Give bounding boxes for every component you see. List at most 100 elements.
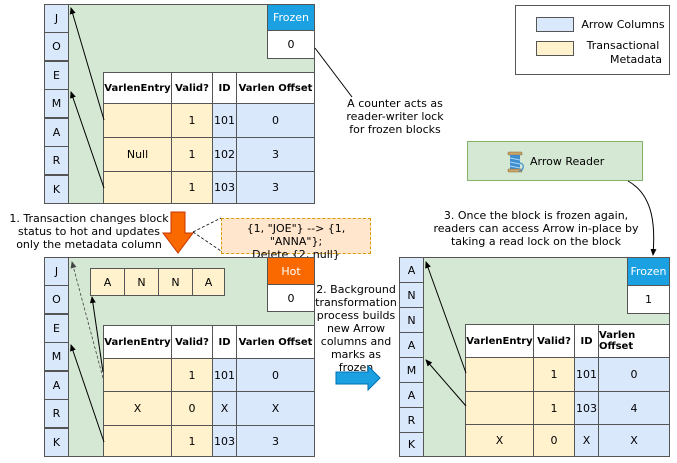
pointer-line [70,344,105,443]
varlen-char: M [399,357,424,383]
bottom-row3-entry [103,425,172,457]
anna-char: N [124,268,159,296]
bottom-varlen-buffer: J O E M A R K [44,257,69,457]
bottom-row3-offset: 3 [236,425,315,457]
step3-line: 3. Once the block is frozen again, [443,209,629,222]
varlen-char: M [44,89,69,118]
top-row1-id: 101 [212,103,237,138]
step2-line: columns and [320,335,392,348]
step1-line: status to hot and updates [17,225,161,238]
legend-arrow-swatch [536,17,574,32]
anna-buffer: A N N A [90,268,225,296]
step1-line: only the metadata column [16,238,162,251]
varlen-char: M [44,342,69,371]
update-note: {1, "JOE"} --> {1, "ANNA"}; Delete {2, n… [221,218,371,261]
varlen-char: K [44,428,69,457]
legend-metadata-swatch [536,41,574,56]
varlen-char: R [44,399,69,428]
bottom-row1-offset: 0 [236,358,315,392]
step1-line: 1. Transaction changes block [9,212,169,225]
right-row3-offset: X [598,424,670,457]
step1-note: 1. Transaction changes block status to h… [0,212,178,251]
counter-note-line: for frozen blocks [349,123,441,136]
update-note-connector [192,217,222,233]
bottom-row1-id: 101 [212,358,237,392]
reader-connector [627,180,657,256]
varlen-char: A [44,118,69,147]
varlen-char: J [44,4,69,33]
legend-metadata-label-2: Metadata [609,53,663,66]
step3-line: readers can access Arrow in-place by [433,222,639,235]
arrow-reader-box[interactable]: Arrow Reader [467,141,643,181]
varlen-char: E [44,61,69,90]
top-counter: 0 [267,30,315,59]
right-row2-offset: 4 [598,391,670,425]
legend-arrow-label: Arrow Columns [581,18,665,31]
right-row1-offset: 0 [598,357,670,392]
step2-line: transformation [315,296,397,309]
top-row3-valid: 1 [171,171,213,204]
step3-line: taking a read lock on the block [450,235,622,248]
step2-note: 2. Background transformation process bui… [314,283,398,374]
anna-char: A [192,268,225,296]
header-varlen-offset: Varlen Offset [236,72,315,104]
varlen-char: O [44,32,69,61]
legend: Arrow Columns Transactional Metadata [515,5,670,75]
right-row2-id: 103 [574,391,599,425]
top-row1-entry [103,103,172,138]
legend-metadata-label-1: Transactional [586,39,660,52]
top-varlen-buffer: J O E M A R K [44,4,69,204]
bottom-row2-valid: 0 [171,391,213,426]
varlen-char: N [399,282,424,308]
right-counter: 1 [627,285,670,314]
bottom-row3-valid: 1 [171,425,213,457]
right-row1-id: 101 [574,357,599,392]
counter-note-line: reader-writer lock [346,110,444,123]
blue-right-arrow [335,364,381,392]
step2-line: new Arrow [326,322,386,335]
varlen-char: A [44,371,69,400]
header-id: ID [212,72,237,104]
top-row3-offset: 3 [236,171,315,204]
counter-note-line: A counter acts as [347,97,443,110]
top-row2-entry: Null [103,137,172,172]
step2-line: marks as [330,348,382,361]
step2-line: process builds [316,309,396,322]
header-varlen-entry: VarlenEntry [103,72,172,104]
varlen-char: E [44,314,69,343]
counter-note: A counter acts as reader-writer lock for… [330,97,460,136]
step3-note: 3. Once the block is frozen again, reade… [416,209,656,248]
varlen-char: K [44,175,69,204]
bottom-counter: 0 [267,284,315,312]
right-row3-valid: 0 [533,424,575,457]
bottom-row1-valid: 1 [171,358,213,392]
anna-char: N [158,268,193,296]
bottom-status-badge: Hot [267,257,315,285]
header-varlen-entry: VarlenEntry [103,325,172,359]
right-status-badge: Frozen [627,257,670,286]
top-row2-offset: 3 [236,137,315,172]
pointer-line [425,359,467,407]
pointer-line [425,261,467,374]
pointer-line [69,7,105,121]
header-varlen-offset: Varlen Offset [598,324,670,358]
orange-down-arrow [162,211,194,254]
varlen-char: R [399,407,424,433]
varlen-char: R [44,146,69,175]
step2-line: 2. Background [316,283,396,296]
step2-line: frozen [338,361,374,374]
pointer-line-dashed [70,261,104,379]
top-row3-id: 103 [212,171,237,204]
varlen-char: O [44,285,69,314]
pointer-line [89,296,104,373]
spool-icon [506,151,526,173]
right-varlen-buffer: A N N A M A R K [399,257,424,457]
varlen-char: A [399,382,424,408]
update-note-line: {1, "JOE"} --> {1, "ANNA"}; [246,222,346,248]
arrow-reader-label: Arrow Reader [530,155,605,168]
header-valid: Valid? [171,325,213,359]
counter-note-line-connector [314,47,353,98]
update-note-connector [192,231,222,252]
pointer-line [70,91,105,189]
